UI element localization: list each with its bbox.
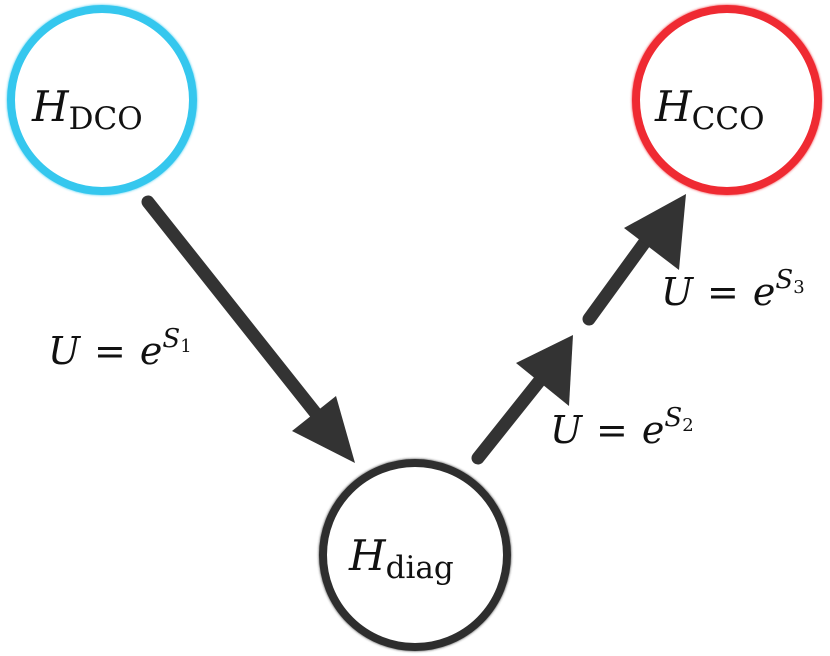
edge-s2-lhs: U xyxy=(550,408,584,452)
node-h-diag-label: Hdiag xyxy=(348,531,454,586)
edge-s3-arrowhead xyxy=(624,194,686,270)
edge-s2-base: e xyxy=(642,408,665,452)
node-h-dco-symbol: H xyxy=(31,82,70,131)
edge-s1-exponent-index: 1 xyxy=(180,336,191,357)
node-h-diag-circle xyxy=(319,459,511,651)
node-h-diag-subscript: diag xyxy=(386,550,454,586)
edge-s3-label: U = eS3 xyxy=(661,265,805,314)
edge-s2-arrowhead xyxy=(516,335,573,406)
edge-s1-equals: = xyxy=(94,329,126,373)
edge-s3-equals: = xyxy=(707,270,739,314)
edge-s1-lhs: U xyxy=(48,329,82,373)
edge-s3-exponent-symbol: S xyxy=(775,265,793,295)
node-h-dco-label: HDCO xyxy=(31,82,143,137)
edge-s1-shaft xyxy=(141,195,332,432)
edge-s3-arrow xyxy=(582,194,686,326)
edge-s2-label: U = eS2 xyxy=(550,403,694,452)
edge-s2-shaft xyxy=(471,367,552,465)
edge-s3-exponent-index: 3 xyxy=(793,277,804,298)
edge-s2-exponent-index: 2 xyxy=(682,415,693,436)
node-h-diag: Hdiag xyxy=(319,459,511,651)
node-h-cco-circle xyxy=(632,5,822,195)
edge-s1-exponent-symbol: S xyxy=(162,324,180,354)
edge-s3-lhs: U xyxy=(661,270,695,314)
node-h-cco: HCCO xyxy=(632,5,822,195)
node-h-cco-symbol: H xyxy=(654,82,693,131)
node-h-diag-symbol: H xyxy=(348,531,387,580)
node-h-cco-subscript: CCO xyxy=(692,101,765,137)
edge-s1-label: U = eS1 xyxy=(48,324,192,373)
edge-s2-arrow xyxy=(471,335,573,465)
edge-s1-arrow xyxy=(141,195,355,463)
edge-s2-exponent-symbol: S xyxy=(664,403,682,433)
node-h-dco-circle xyxy=(7,5,197,195)
edge-s3-base: e xyxy=(753,270,776,314)
edge-s3-shaft xyxy=(582,228,657,326)
node-h-cco-label: HCCO xyxy=(654,82,765,137)
edge-s1-base: e xyxy=(140,329,163,373)
edge-s1-arrowhead xyxy=(292,396,355,463)
node-h-dco-subscript: DCO xyxy=(69,101,143,137)
edge-s2-equals: = xyxy=(596,408,628,452)
node-h-dco: HDCO xyxy=(7,5,197,195)
